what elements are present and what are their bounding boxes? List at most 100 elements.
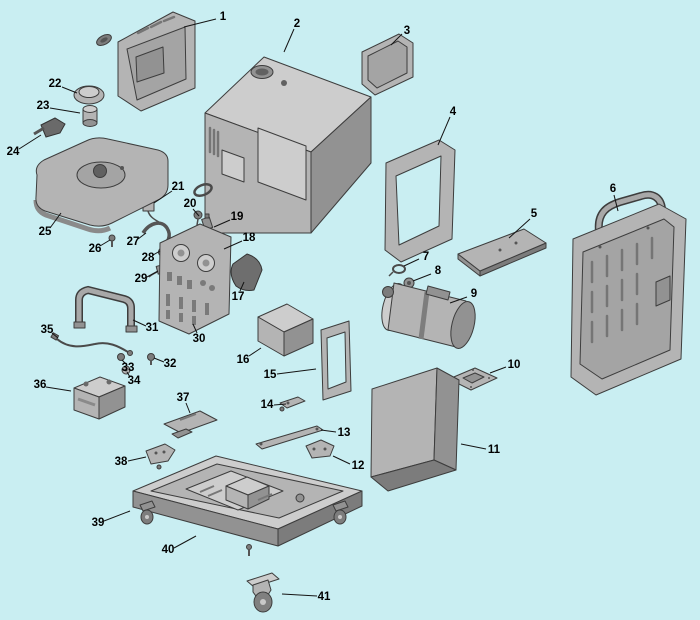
callout-28: 28 <box>142 252 155 264</box>
callout-line-20 <box>192 208 200 217</box>
callout-4: 4 <box>450 106 457 118</box>
part-41-caster <box>246 572 280 613</box>
callout-line-17 <box>239 281 245 292</box>
callout-line-9 <box>449 296 468 304</box>
part-31-handle <box>73 285 138 333</box>
part-7-clamp <box>388 264 406 277</box>
callout-line-18 <box>223 240 243 250</box>
part-9-muffler <box>381 282 476 349</box>
callout-18: 18 <box>243 232 256 244</box>
callout-21: 21 <box>172 181 185 193</box>
callout-line-5 <box>508 218 531 239</box>
callout-line-21 <box>153 190 173 204</box>
callout-32: 32 <box>164 358 177 370</box>
part-22-fuel-cap <box>73 85 105 105</box>
callout-13: 13 <box>338 427 351 439</box>
part-38-mount-bracket <box>145 443 176 470</box>
callout-line-32 <box>153 357 165 363</box>
callout-line-13 <box>320 429 337 433</box>
part-36-battery <box>73 376 126 420</box>
callout-line-19 <box>213 219 231 228</box>
callout-17: 17 <box>232 291 245 303</box>
oval-gasket <box>193 183 213 197</box>
callout-line-33 <box>121 359 126 364</box>
callout-line-16 <box>248 347 262 357</box>
part-39-base-frame <box>132 455 363 556</box>
callout-40: 40 <box>162 544 175 556</box>
callout-line-22 <box>61 86 78 94</box>
callout-line-1 <box>183 18 217 28</box>
callout-9: 9 <box>471 288 477 300</box>
callout-5: 5 <box>531 208 538 220</box>
callout-line-14 <box>273 403 287 406</box>
part-10-adapter-plate <box>448 367 498 391</box>
callout-line-39 <box>103 510 131 522</box>
part-4-right-side-panel <box>384 139 456 263</box>
callout-30: 30 <box>193 333 206 345</box>
part-33-nut <box>117 353 125 361</box>
callout-29: 29 <box>135 273 148 285</box>
part-34-washer <box>121 365 131 375</box>
callout-10: 10 <box>508 359 521 371</box>
callout-line-30 <box>192 323 198 334</box>
callout-line-29 <box>146 270 159 278</box>
callout-2: 2 <box>294 18 300 30</box>
callout-line-40 <box>173 535 197 549</box>
callout-1: 1 <box>220 11 227 23</box>
callout-23: 23 <box>37 100 50 112</box>
part-23-filter-neck <box>82 105 98 127</box>
part-15-baffle-frame <box>320 320 352 401</box>
part-32-bolt <box>147 353 155 365</box>
callout-line-28 <box>152 250 161 256</box>
part-14-small-bracket <box>279 396 306 412</box>
callout-36: 36 <box>34 379 47 391</box>
callout-line-6 <box>613 194 619 212</box>
part-6-rear-panel <box>570 190 687 396</box>
callout-line-31 <box>132 319 147 327</box>
callout-37: 37 <box>177 392 190 404</box>
callout-line-25 <box>49 212 62 229</box>
part-5-shelf-plate <box>457 228 547 277</box>
callout-16: 16 <box>237 354 250 366</box>
part-12-bracket <box>305 439 335 459</box>
callout-27: 27 <box>127 236 140 248</box>
callout-line-34 <box>126 371 131 378</box>
callout-38: 38 <box>115 456 128 468</box>
callout-line-35 <box>51 332 59 339</box>
callout-7: 7 <box>423 251 429 263</box>
callout-6: 6 <box>610 183 616 195</box>
part-35-battery-cable <box>50 332 133 356</box>
callout-line-26 <box>99 239 111 247</box>
callout-line-11 <box>460 443 487 450</box>
callout-line-41 <box>281 593 318 597</box>
callout-20: 20 <box>184 198 197 210</box>
callout-33: 33 <box>122 362 135 374</box>
callout-line-36 <box>45 386 72 392</box>
part-30-control-panel <box>158 223 232 335</box>
callout-line-27 <box>137 232 147 240</box>
callout-line-8 <box>412 273 432 282</box>
callout-line-23 <box>49 107 81 114</box>
part-16-air-duct <box>257 303 314 357</box>
callout-31: 31 <box>146 322 159 334</box>
part-26-bolt <box>108 234 116 247</box>
callout-35: 35 <box>41 324 54 336</box>
callout-3: 3 <box>404 25 410 37</box>
callout-line-15 <box>276 368 317 375</box>
callout-19: 19 <box>231 211 244 223</box>
part-8-exhaust-gasket <box>403 277 415 289</box>
right-caster <box>332 500 349 525</box>
callout-line-3 <box>390 33 403 46</box>
callout-11: 11 <box>488 444 501 456</box>
callout-line-38 <box>127 456 147 462</box>
callout-line-2 <box>283 28 295 53</box>
callout-line-10 <box>489 366 507 374</box>
callout-41: 41 <box>318 591 331 603</box>
callout-34: 34 <box>128 375 141 387</box>
part-37-mount-plate <box>163 410 218 439</box>
callout-8: 8 <box>435 265 442 277</box>
part-24-fuel-valve <box>33 117 66 138</box>
callout-layer: 1234567891011121314151617181920212223242… <box>7 11 619 603</box>
